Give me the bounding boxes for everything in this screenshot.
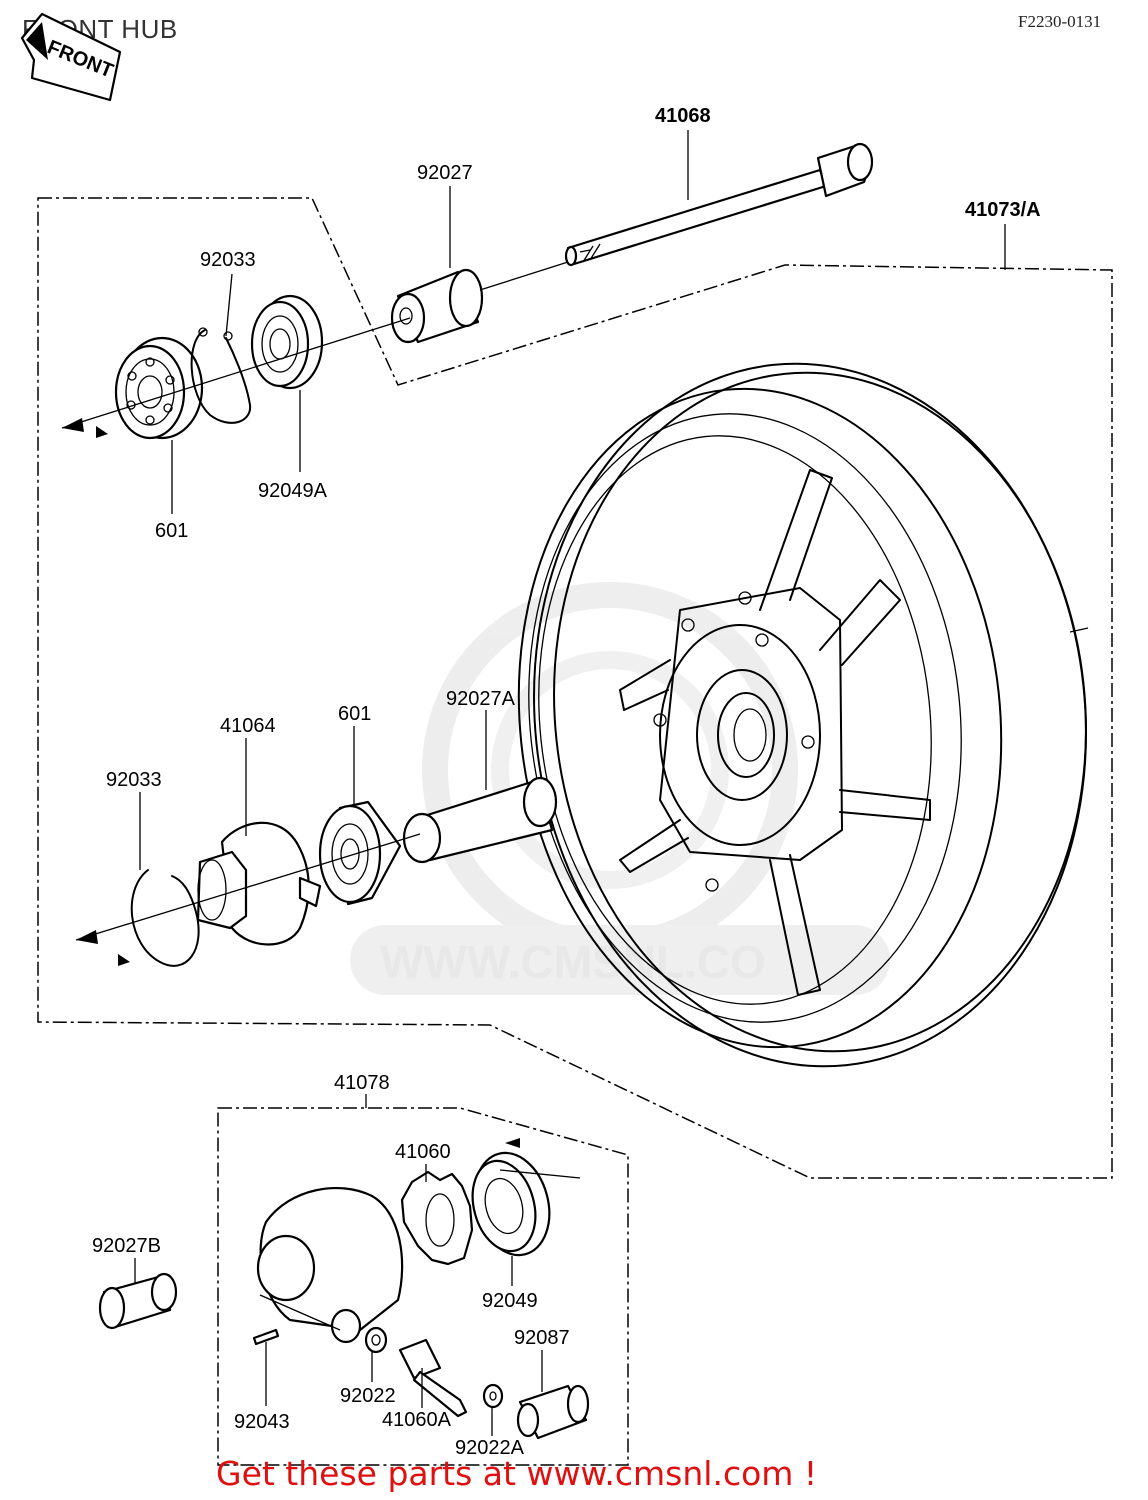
spacer-92027A xyxy=(402,776,558,864)
label-41073A: 41073/A xyxy=(965,199,1041,221)
watermark-logo: WWW.CMSNL.CO xyxy=(350,582,890,995)
label-92033-top: 92033 xyxy=(200,249,256,271)
bush-92027B xyxy=(98,1272,178,1330)
bearing-601-mid xyxy=(318,800,402,906)
label-92049: 92049 xyxy=(482,1290,538,1312)
pinion-41060A xyxy=(398,1338,468,1418)
label-92033-mid: 92033 xyxy=(106,769,162,791)
circlip-92033-top xyxy=(190,329,252,424)
watermark-text: WWW.CMSNL.CO xyxy=(380,936,766,988)
gear-housing xyxy=(256,1186,404,1344)
hub-group-outline xyxy=(37,197,1113,1179)
bearing-601-top xyxy=(114,336,204,440)
label-92049A: 92049A xyxy=(258,480,328,502)
pin-92043 xyxy=(252,1328,280,1346)
label-41078: 41078 xyxy=(334,1072,390,1094)
promo-link[interactable]: Get these parts at www.cmsnl.com ! xyxy=(216,1454,818,1493)
top-axis-line xyxy=(61,317,411,429)
circlip-92033-mid xyxy=(130,869,200,967)
label-41060A: 41060A xyxy=(382,1409,452,1431)
gear-group-outline xyxy=(217,1107,629,1466)
label-92027: 92027 xyxy=(417,162,473,184)
leader-lines xyxy=(134,130,1006,1436)
collar-92027 xyxy=(390,268,484,344)
wheel-41073A xyxy=(517,362,1087,1068)
label-41060: 41060 xyxy=(395,1141,451,1163)
washer-92022 xyxy=(364,1326,388,1354)
front-direction-arrow: FRONT xyxy=(20,12,122,102)
label-92027B: 92027B xyxy=(92,1235,161,1257)
gear-41060 xyxy=(400,1170,474,1266)
label-92087: 92087 xyxy=(514,1327,570,1349)
oil-seal-92049 xyxy=(471,1151,551,1257)
washer-92022A xyxy=(482,1383,504,1409)
label-41064: 41064 xyxy=(220,715,276,737)
label-601-top: 601 xyxy=(155,520,188,542)
bushing-92087 xyxy=(516,1384,590,1440)
label-92043: 92043 xyxy=(234,1411,290,1433)
axle-41068 xyxy=(564,142,874,267)
label-92022: 92022 xyxy=(340,1385,396,1407)
label-92022A: 92022A xyxy=(455,1437,525,1459)
label-601-mid: 601 xyxy=(338,703,371,725)
coupling-41064 xyxy=(196,821,322,946)
label-92027A: 92027A xyxy=(446,688,516,710)
oil-seal-92049A xyxy=(250,294,324,390)
label-41068: 41068 xyxy=(655,105,711,127)
diagram-reference-code: F2230-0131 xyxy=(1018,12,1102,31)
